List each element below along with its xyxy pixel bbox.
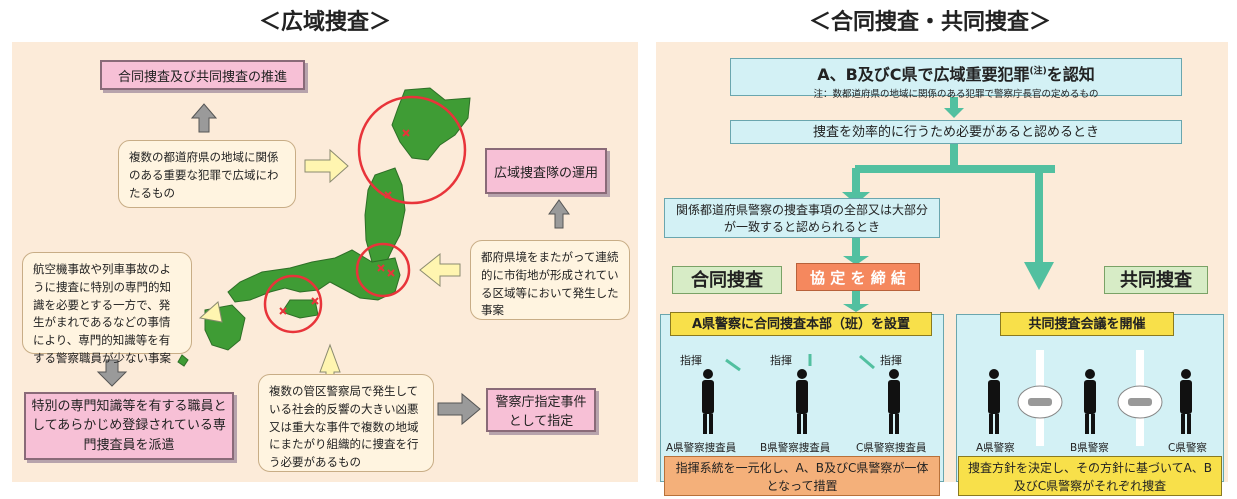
top-footnote: 注：数都道府県の地域に関係のある犯罪で警察庁長官の定めるもの xyxy=(813,89,1099,100)
case-marks xyxy=(279,129,410,315)
right-title: ＜合同捜査・共同捜査＞ xyxy=(808,10,1051,35)
command-c: 指揮 xyxy=(880,354,902,367)
police-c-label: C県警察 xyxy=(1168,442,1207,454)
accident-note: 航空機事故や列車事故のように捜査に特別の専門的知識を必要とする一方で、発生がまれ… xyxy=(22,252,192,365)
note-mark: (注) xyxy=(1029,66,1047,77)
flow-arrows xyxy=(842,97,1055,312)
top-tail-text: を認知 xyxy=(1046,65,1095,84)
common-investigation-label: 共同捜査 xyxy=(1104,266,1208,294)
agreement-box: 協 定 を 締 結 xyxy=(796,263,920,291)
left-title: ＜広域捜査＞ xyxy=(258,10,391,35)
command-b: 指揮 xyxy=(770,354,792,367)
joint-officer-figures xyxy=(702,354,900,434)
wide-team-box: 広域捜査隊の運用 xyxy=(485,148,607,194)
npa-designated-box: 警察庁指定事件として指定 xyxy=(486,388,596,432)
prefecture-border-note: 都府県境をまたがって連続的に市街地が形成されている区域等において発生した事案 xyxy=(470,240,630,320)
region-circles xyxy=(263,95,467,334)
joint-promotion-box: 合同捜査及び共同捜査の推進 xyxy=(100,60,305,90)
officer-c-label: C県警察捜査員 xyxy=(856,442,927,454)
joint-investigation-label: 合同捜査 xyxy=(672,266,782,294)
top-main-text: A、B及びC県で広域重要犯罪 xyxy=(817,65,1030,84)
police-a-label: A県警察 xyxy=(976,442,1015,454)
dispatch-box: 特別の専門知識等を有する職員としてあらかじめ登録されている専門捜査員を派遣 xyxy=(24,392,234,460)
meeting-box: 共同捜査会議を開催 xyxy=(1000,312,1174,336)
joint-summary-box: 指揮系統を一元化し、A、B及びC県警察が一体となって措置 xyxy=(664,456,940,496)
command-a: 指揮 xyxy=(680,354,702,367)
common-police-figures xyxy=(988,350,1192,446)
multi-prefecture-note: 複数の都道府県の地域に関係のある重要な犯罪で広域にわたるもの xyxy=(118,140,296,208)
efficient-investigation-box: 捜査を効率的に行うため必要があると認めるとき xyxy=(730,120,1182,144)
japan-map xyxy=(177,87,471,367)
left-arrows xyxy=(96,103,570,426)
common-summary-box: 捜査方針を決定し、その方針に基づいてA、B及びC県警察がそれぞれ捜査 xyxy=(958,456,1222,496)
officer-a-label: A県警察捜査員 xyxy=(666,442,737,454)
officer-b-label: B県警察捜査員 xyxy=(760,442,831,454)
matters-agreement-box: 関係都道府県警察の捜査事項の全部又は大部分が一致すると認められるとき xyxy=(664,198,940,238)
joint-hq-box: A県警察に合同捜査本部（班）を設置 xyxy=(670,312,932,336)
top-recognition-box: A、B及びC県で広域重要犯罪(注)を認知 注：数都道府県の地域に関係のある犯罪で… xyxy=(730,58,1182,100)
police-b-label: B県警察 xyxy=(1070,442,1109,454)
multi-bureau-note: 複数の管区警察局で発生している社会的反響の大きい凶悪又は重大な事件で複数の地域に… xyxy=(258,374,434,472)
